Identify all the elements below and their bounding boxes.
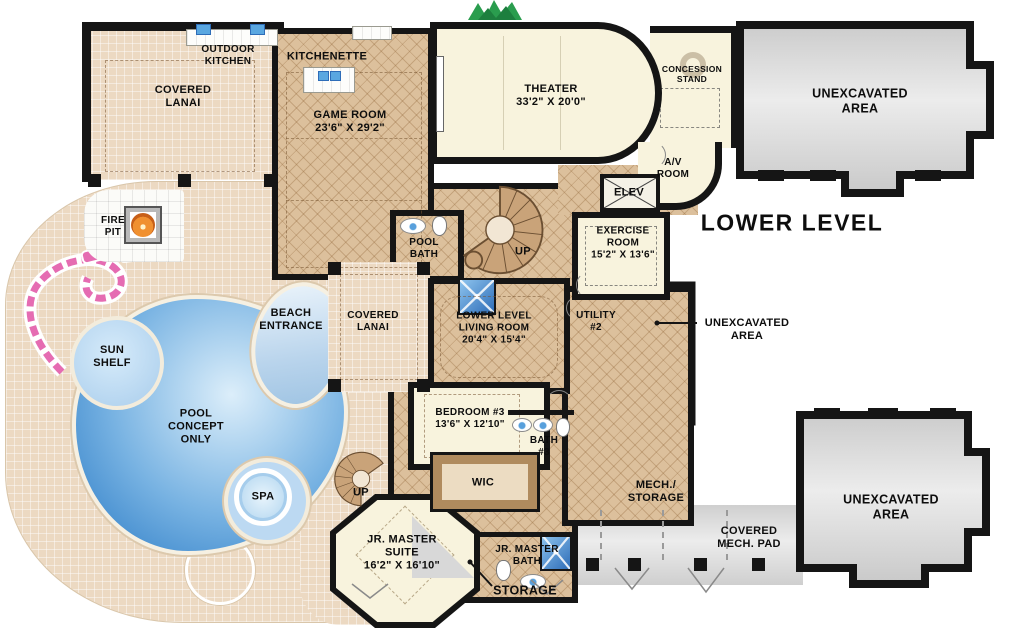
toilet-icon: [432, 216, 447, 236]
spiral-stair-main: [462, 185, 544, 275]
wall-bath3: [508, 410, 574, 415]
pillar: [264, 174, 277, 187]
living-room-dashed: [440, 296, 558, 378]
wall-lanai-north: [82, 22, 284, 31]
label-spa: SPA: [251, 490, 275, 503]
pillar: [694, 558, 707, 571]
sink-fixture-icon: [250, 24, 265, 35]
pillar: [328, 379, 341, 392]
pillar: [417, 379, 430, 392]
room-theater: [430, 22, 662, 164]
wall-lanai-west: [82, 22, 91, 182]
spiral-stair-jr: [334, 451, 384, 507]
popcorn-machine-icon: [680, 52, 706, 78]
room-covered-lanai-top: [84, 24, 276, 180]
pillar: [178, 174, 191, 187]
elevator-box: [600, 174, 660, 212]
pillar: [628, 558, 641, 571]
pad-dashed-line: [600, 510, 602, 560]
theater-screen: [436, 56, 444, 132]
label-elev: ELEV: [614, 186, 644, 199]
pad-dashed-line: [662, 510, 664, 560]
game-room-dashed-row: [286, 138, 422, 139]
pad-dashed-line: [726, 510, 728, 560]
label-up-jr: UP: [353, 486, 369, 499]
label-bath-3: BATH#3: [529, 435, 559, 458]
lanai-ceiling-dashed: [105, 60, 255, 172]
pillar: [417, 262, 430, 275]
exercise-equipment-dashed: [585, 226, 657, 286]
wall-jr-bath-north: [474, 532, 574, 537]
theater-tier-line: [560, 36, 561, 150]
room-wic: [430, 452, 540, 512]
label-storage: STORAGE: [493, 583, 557, 598]
unexcavated-bottom-shape: [796, 411, 990, 588]
label-wic: WIC: [471, 476, 495, 489]
spa-core: [242, 476, 284, 518]
shower-bath-3: [540, 533, 572, 571]
cooktop-icon: [318, 71, 329, 81]
island-sink-icon: [330, 71, 341, 81]
sink-icon: [533, 418, 553, 432]
pillar: [586, 558, 599, 571]
sink-icon: [400, 218, 426, 234]
label-mech-storage: MECH./STORAGE: [627, 479, 685, 504]
fire-pit-terrace: [84, 190, 184, 262]
toilet-icon: [556, 418, 570, 437]
label-utility-2: UTILITY#2: [576, 310, 616, 333]
sun-shelf-circle: [70, 316, 164, 410]
toilet-icon: [496, 560, 511, 581]
door-arc: [566, 296, 590, 320]
pillar: [752, 558, 765, 571]
lanai-mid-dashed: [340, 274, 418, 380]
label-up-main: UP: [515, 245, 531, 258]
game-room-dashed-row: [286, 200, 422, 201]
pillar: [328, 262, 341, 275]
page-title: LOWER LEVEL: [700, 209, 884, 236]
grill-icon: [196, 24, 211, 35]
label-kitchenette: KITCHENETTE: [286, 50, 368, 63]
unexcavated-top-shape: [736, 21, 994, 197]
palm-logo: [468, 0, 522, 20]
sink-icon: [512, 418, 532, 432]
door-arc: [576, 272, 602, 298]
kitchenette-island: [303, 67, 355, 93]
theater-tier-line: [503, 36, 504, 150]
wall-appliance: [352, 26, 392, 40]
pillar: [88, 174, 101, 187]
fire-icon: [131, 213, 155, 237]
room-covered-lanai-mid: [328, 262, 430, 392]
